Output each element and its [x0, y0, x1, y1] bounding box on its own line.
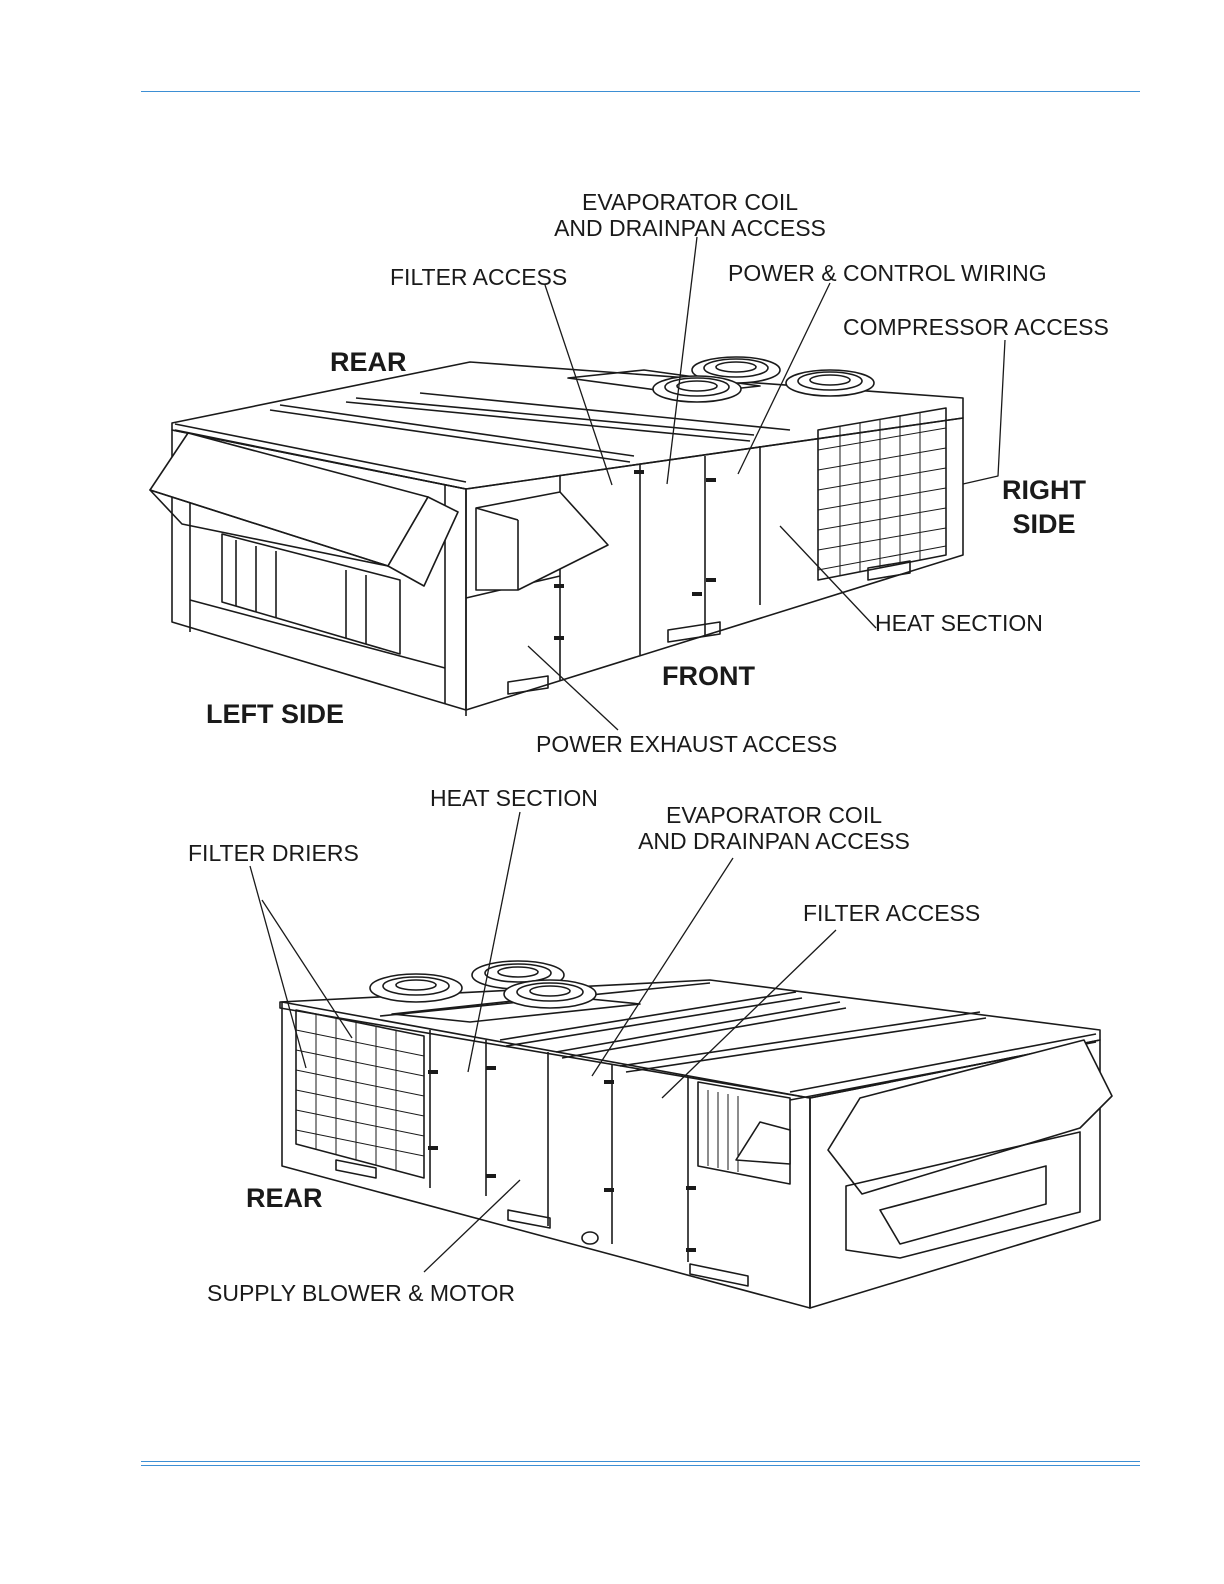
- bottom-condenser-grille: [296, 1010, 424, 1178]
- bottom-label-heat-section: HEAT SECTION: [430, 785, 598, 812]
- bottom-return-opening: [698, 1082, 790, 1184]
- bottom-label-filter-driers: FILTER DRIERS: [188, 840, 359, 867]
- bottom-condenser-fans: [370, 961, 596, 1008]
- bottom-leader-lines: [250, 812, 836, 1272]
- bottom-label-evaporator-line2: AND DRAINPAN ACCESS: [636, 828, 912, 855]
- bottom-label-rear: REAR: [246, 1182, 323, 1215]
- bottom-door-handles: [428, 1066, 696, 1252]
- bottom-rear-face: [282, 1002, 810, 1308]
- bottom-base-rails: [336, 1160, 748, 1286]
- bottom-label-filter-access: FILTER ACCESS: [803, 900, 980, 927]
- bottom-label-supply-blower: SUPPLY BLOWER & MOTOR: [207, 1280, 515, 1307]
- bottom-label-evaporator-line1: EVAPORATOR COIL: [636, 802, 912, 829]
